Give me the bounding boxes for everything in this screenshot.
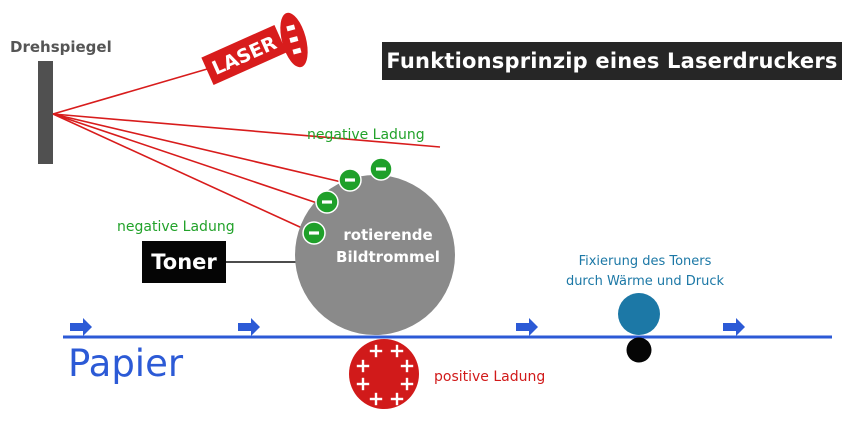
plus-charge-icon bbox=[369, 392, 383, 406]
arrow-right-icon bbox=[723, 318, 745, 336]
drum-label-line2: Bildtrommel bbox=[336, 248, 440, 266]
fuser-heat-roller bbox=[618, 293, 660, 335]
fuser-pressure-roller bbox=[626, 337, 652, 363]
laser-beam-4 bbox=[52, 113, 314, 234]
laser-emitter-slot bbox=[292, 47, 302, 55]
toner-charge-label: negative Ladung bbox=[117, 219, 235, 235]
arrow-right-icon bbox=[70, 318, 92, 336]
plus-charge-icon bbox=[400, 359, 414, 373]
mirror-label: Drehspiegel bbox=[10, 38, 112, 56]
drum-negative-charges bbox=[302, 157, 393, 245]
paper-arrows bbox=[70, 318, 745, 336]
arrow-right-icon bbox=[238, 318, 260, 336]
laser-emitter-slot bbox=[289, 36, 299, 43]
plus-charge-icon bbox=[356, 377, 370, 391]
arrow-right-icon bbox=[516, 318, 538, 336]
plus-charge-icon bbox=[390, 392, 404, 406]
laser-beam-2 bbox=[52, 113, 351, 185]
laser-beams bbox=[52, 59, 441, 234]
toner-box: Toner bbox=[142, 241, 226, 283]
minus-charge-icon bbox=[315, 190, 339, 214]
laser-emitter-slot bbox=[286, 24, 296, 32]
laser-beam-1 bbox=[52, 113, 441, 148]
laser-beam-3 bbox=[52, 113, 327, 207]
laser-device: LASER bbox=[201, 25, 287, 85]
transfer-roller bbox=[349, 339, 419, 409]
transfer-roller-charge-label: positive Ladung bbox=[434, 369, 546, 385]
minus-charge-icon bbox=[302, 221, 326, 245]
image-drum bbox=[295, 175, 455, 335]
fuser-label-line2: durch Wärme und Druck bbox=[565, 274, 725, 289]
fuser-label-line1: Fixierung des Toners bbox=[578, 254, 712, 269]
diagram-title: Funktionsprinzip eines Laserdruckers bbox=[382, 42, 842, 80]
minus-charge-icon bbox=[338, 168, 362, 192]
plus-charge-icon bbox=[369, 344, 383, 358]
rotating-mirror bbox=[38, 61, 53, 164]
minus-charge-icon bbox=[369, 157, 393, 181]
drum-charge-label: negative Ladung bbox=[307, 127, 425, 143]
plus-charge-icon bbox=[390, 344, 404, 358]
transfer-roller-charges bbox=[356, 344, 414, 406]
plus-charge-icon bbox=[356, 359, 370, 373]
drum-label: rotierende Bildtrommel bbox=[322, 224, 454, 268]
laser-body bbox=[201, 25, 287, 85]
plus-charge-icon bbox=[400, 377, 414, 391]
paper-label: Papier bbox=[68, 342, 184, 385]
drum-label-line1: rotierende bbox=[343, 226, 433, 244]
laser-emitter bbox=[280, 12, 308, 68]
fuser-label: Fixierung des Toners durch Wärme und Dru… bbox=[536, 252, 754, 292]
